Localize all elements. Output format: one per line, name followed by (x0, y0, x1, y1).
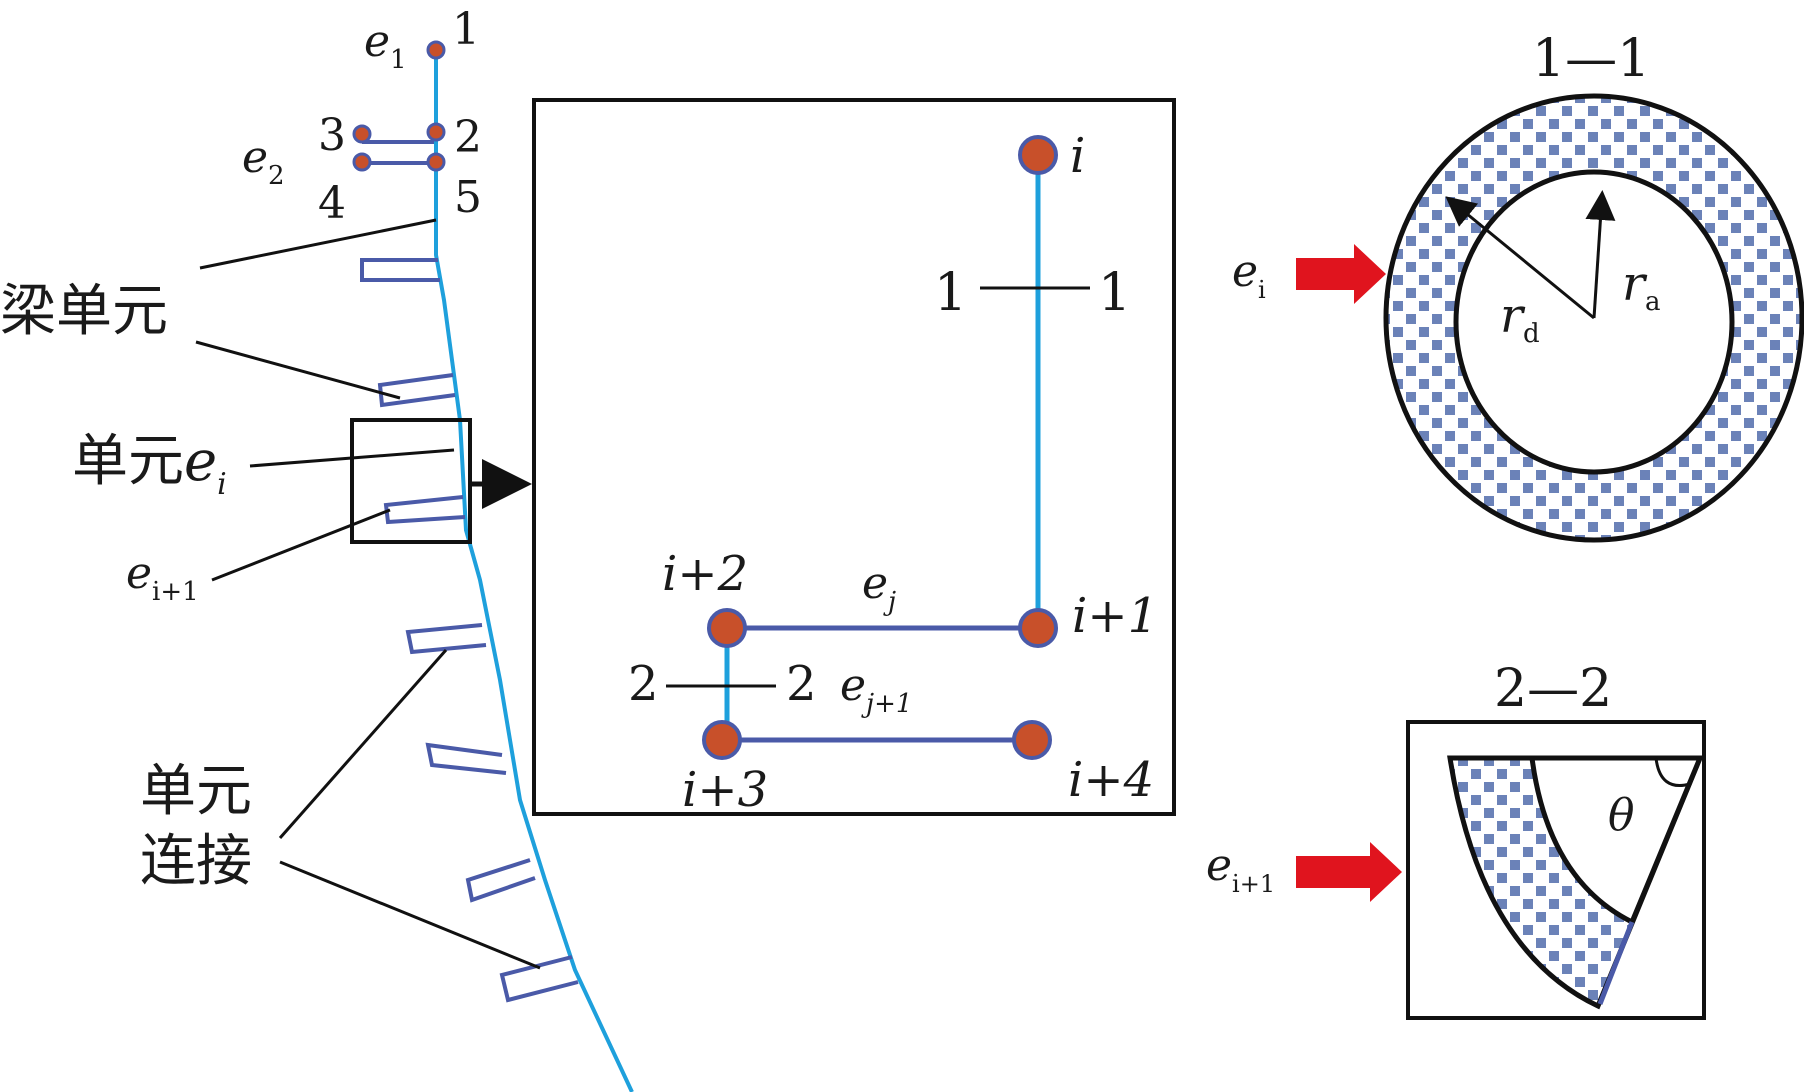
node-2 (426, 122, 446, 142)
node-i1-label: i+1 (1072, 588, 1158, 644)
focus-box (350, 418, 472, 544)
node-i1 (1018, 608, 1058, 648)
rd-label: rd (1500, 288, 1540, 349)
trunk-structure (434, 48, 634, 1092)
theta-label: θ (1608, 790, 1635, 841)
section-1-left-label: 1 (934, 263, 967, 323)
ra-label: ra (1622, 256, 1660, 317)
section-2-box (1406, 720, 1706, 1020)
beam-loop (465, 858, 536, 903)
beam-loop (425, 742, 507, 775)
section-2-drawing (1447, 755, 1704, 1010)
beam-loop (405, 623, 487, 655)
node-i3 (702, 720, 742, 760)
detail-box (532, 98, 1176, 816)
node-4-label: 4 (318, 178, 346, 229)
element-ei-label: 单元ei (72, 429, 227, 502)
detail-nodes (702, 135, 1058, 760)
e2-label: e2 (242, 132, 285, 191)
section-1-drawing (1383, 93, 1804, 543)
node-2-label: 2 (454, 112, 482, 163)
ej1-label: ej+1 (840, 660, 912, 719)
beam-loop (377, 373, 456, 408)
ei1-arrow-label: ei+1 (1206, 840, 1275, 898)
node-i3-label: i+3 (682, 762, 768, 818)
connection-label-line2: 连接 (140, 829, 252, 894)
beam-loop (360, 258, 440, 282)
radius-rd (1445, 196, 1595, 320)
e1-label: e1 (364, 16, 407, 75)
section-2-left-label: 2 (628, 656, 659, 712)
sector-inner (1529, 755, 1704, 926)
node-i2-label: i+2 (662, 546, 748, 602)
sector-edge-blue (1597, 921, 1635, 1005)
ei-arrow-label: ei (1232, 246, 1266, 304)
section-2-right-label: 2 (786, 656, 817, 712)
connection-label-line1: 单元 (140, 759, 252, 824)
leader-ei1 (211, 508, 391, 582)
trunk-line (434, 48, 634, 1092)
node-4 (352, 152, 372, 172)
beam-element-label: 梁单元 (0, 279, 168, 344)
ej-label: ej (862, 558, 896, 617)
inner-bore (1453, 169, 1735, 475)
arrow-red-ei1 (1296, 842, 1402, 902)
arrow-red-ei (1296, 244, 1386, 304)
beam-loop (383, 495, 466, 525)
node-1 (426, 40, 446, 60)
ei1-label: ei+1 (126, 548, 199, 607)
radius-ra (1585, 190, 1616, 319)
node-i-label: i (1070, 128, 1085, 184)
section-1-title: 1—1 (1532, 29, 1650, 89)
node-5-label: 5 (454, 172, 482, 223)
leader-beam-mid (195, 340, 401, 400)
detail-structure (666, 155, 1090, 743)
node-3 (352, 124, 372, 144)
node-1-label: 1 (452, 4, 480, 55)
beam-loop (499, 955, 579, 1003)
node-i (1018, 135, 1058, 175)
theta-arc (1654, 757, 1691, 787)
left-nodes (352, 40, 446, 172)
leader-conn-1 (278, 649, 448, 839)
node-i4 (1012, 720, 1052, 760)
node-i4-label: i+4 (1068, 752, 1154, 808)
node-i2 (707, 608, 747, 648)
leader-conn-2 (279, 860, 541, 970)
leader-beam-top (199, 218, 437, 270)
node-5 (426, 152, 446, 172)
section-1-right-label: 1 (1098, 263, 1131, 323)
section-2-title: 2—2 (1494, 659, 1612, 719)
node-3-label: 3 (318, 110, 346, 161)
leader-lines (195, 218, 541, 970)
beam-elements (360, 140, 579, 1003)
